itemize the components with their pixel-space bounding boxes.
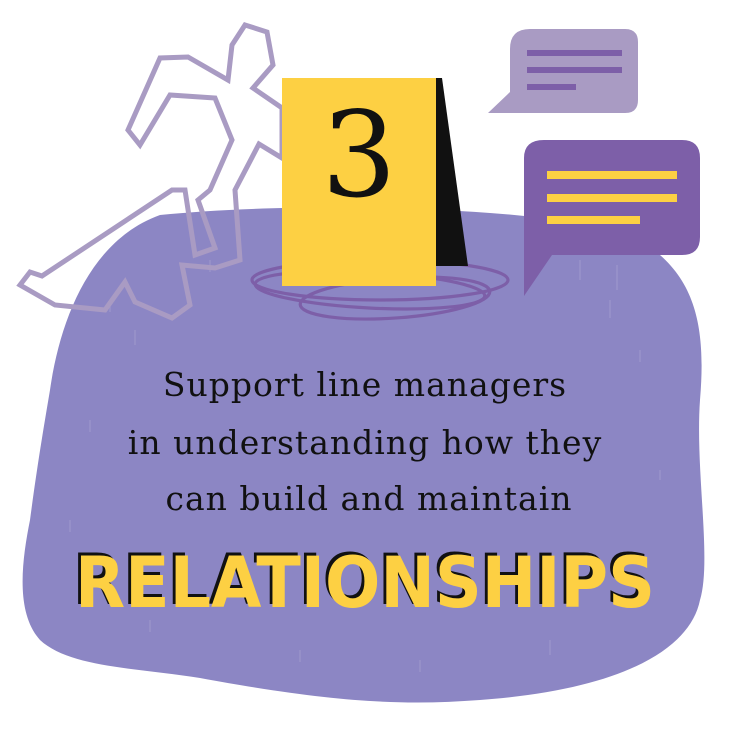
evidence-marker-tent-icon (282, 78, 468, 286)
tagline-line-3: can build and maintain (165, 479, 573, 518)
tagline-line-1: Support line managers (162, 365, 568, 404)
chalk-body-outline-icon (16, 22, 285, 321)
speech-bubble-small-icon (488, 29, 638, 113)
speech-bubble-large-icon (524, 140, 700, 296)
headline: RELATIONSHIPS (74, 542, 656, 624)
marker-number: 3 (321, 86, 397, 224)
background-blob (22, 207, 705, 703)
tagline-line-2: in understanding how they (127, 423, 603, 462)
